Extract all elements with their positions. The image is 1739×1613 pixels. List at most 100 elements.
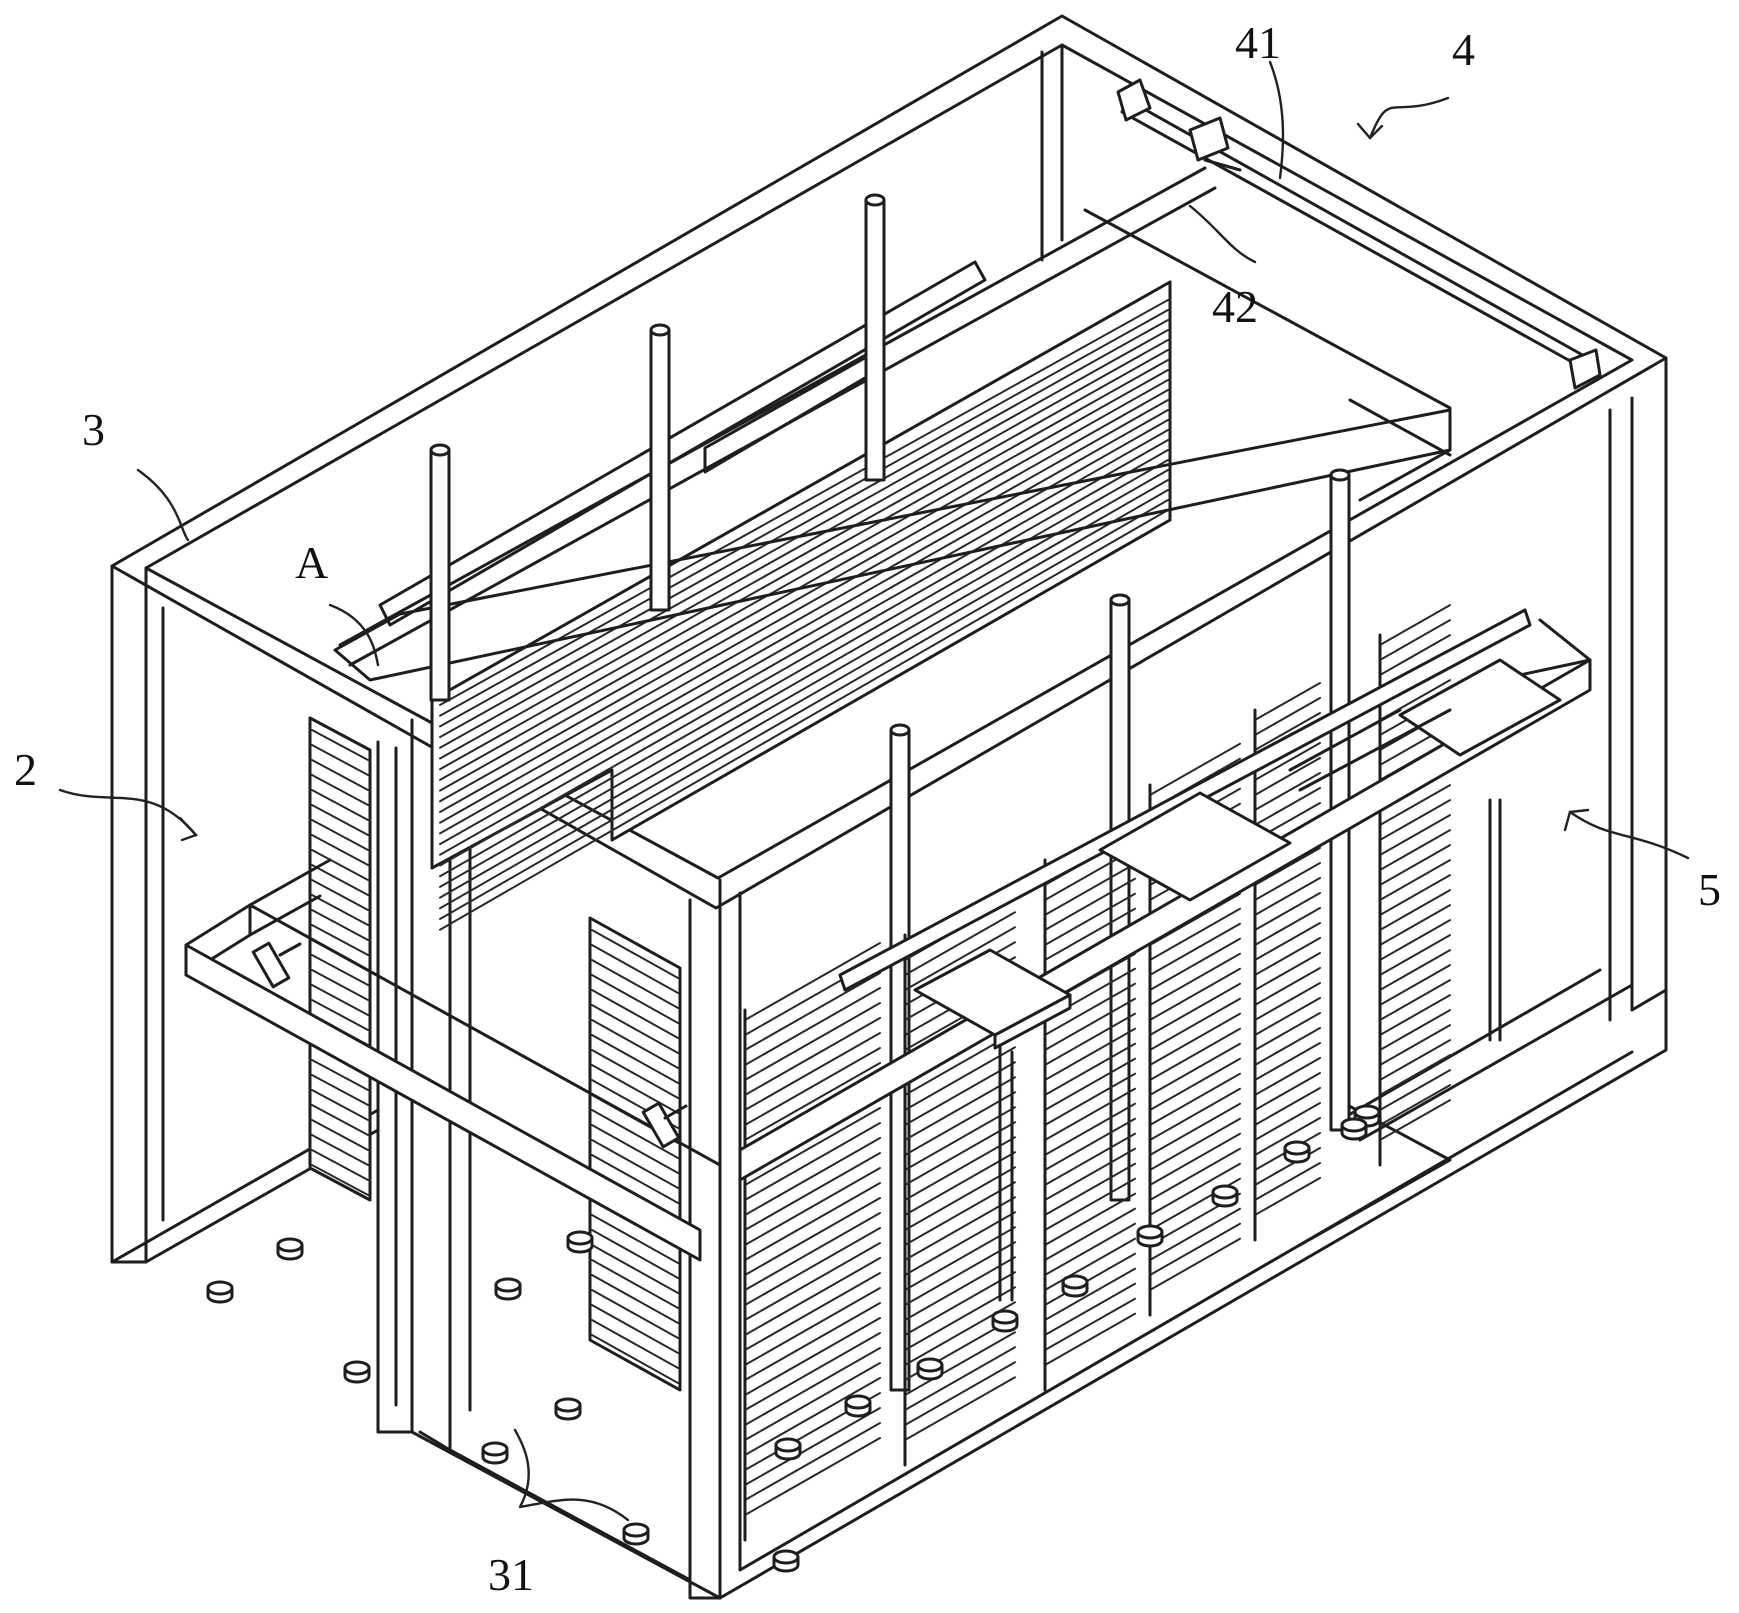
front-tray-line: [1379, 784, 1451, 826]
left-tray-line: [311, 834, 369, 866]
front-tray-line: [904, 1286, 1016, 1351]
left-tray-line: [311, 1089, 369, 1121]
front-tray-line: [744, 1407, 881, 1486]
front-tray-line: [744, 1152, 881, 1231]
front-tray-line: [1044, 1057, 1136, 1111]
front-tray-line: [1379, 904, 1451, 946]
label-rail-41: 41: [1235, 17, 1281, 68]
front-tray-line: [1149, 1087, 1241, 1141]
front-tray-line: [744, 1002, 881, 1081]
front-tray-line: [1044, 1042, 1136, 1096]
front-tray-line: [1044, 1162, 1136, 1216]
back-tray-line: [439, 489, 1169, 910]
front-tray-line: [1044, 1312, 1136, 1366]
left-tray-line: [311, 894, 369, 926]
foot-top: [622, 1522, 650, 1538]
mid-tray-line: [591, 944, 679, 994]
label-assembly-5: 5: [1698, 864, 1721, 915]
label-assembly-4: 4: [1452, 24, 1475, 75]
mid-tray-line: [591, 1019, 679, 1069]
front-tray-line: [904, 1166, 1016, 1231]
front-tray-line: [744, 1017, 881, 1096]
back-tray-line: [439, 469, 1169, 888]
front-tray-line: [1149, 937, 1241, 991]
left-tray-line: [311, 909, 369, 941]
vertical-post: [864, 198, 886, 482]
left-tray-line: [311, 774, 369, 806]
front-tray-line: [1149, 1132, 1241, 1186]
front-tray-line: [744, 1182, 881, 1261]
front-tray-line: [1044, 1267, 1136, 1321]
foot-top: [1061, 1274, 1089, 1290]
front-tray-line: [1379, 619, 1451, 661]
mid-tray-line: [591, 1154, 679, 1204]
front-tray-line: [1254, 741, 1321, 781]
foot-top: [991, 1309, 1019, 1325]
front-tray-line: [904, 1226, 1016, 1291]
mid-tray-line: [591, 959, 679, 1009]
front-tray-line: [1149, 922, 1241, 976]
front-tray-line: [1149, 1102, 1241, 1156]
floor-feet: [206, 1104, 1381, 1573]
mid-tray-line: [591, 1064, 679, 1114]
front-tray-line: [744, 1062, 881, 1141]
foot-top: [1211, 1184, 1239, 1200]
front-tray-line: [1044, 1012, 1136, 1066]
front-tray-line: [744, 1167, 881, 1246]
front-tray-line: [1379, 1009, 1451, 1051]
mid-tray-line: [591, 989, 679, 1039]
foot-top: [276, 1237, 304, 1253]
front-tray-line: [1044, 1117, 1136, 1171]
post-cap: [864, 193, 886, 207]
front-tray-line: [1044, 1282, 1136, 1336]
mid-tray-line: [591, 1139, 679, 1189]
front-tray-line: [904, 1136, 1016, 1201]
front-tray-line: [744, 1287, 881, 1366]
front-tray-line: [1254, 1056, 1321, 1096]
mid-tray-line: [591, 1334, 679, 1384]
front-tray-line: [1044, 1192, 1136, 1246]
foot-top: [481, 1441, 509, 1457]
mid-tray-line: [591, 1289, 679, 1339]
front-tray-line: [1149, 742, 1241, 796]
back-tray-line: [439, 509, 1169, 931]
front-tray-line: [1254, 711, 1321, 751]
front-tray-line: [1254, 681, 1321, 721]
callouts: 3 A 2 4 41 42 5 31: [14, 17, 1721, 1600]
front-tray-line: [1379, 934, 1451, 976]
mid-tray-line: [591, 1034, 679, 1084]
front-tray-line: [904, 1376, 1016, 1441]
front-tray-line: [1254, 696, 1321, 736]
front-tray-line: [1149, 1162, 1241, 1216]
front-tray-line: [1044, 1072, 1136, 1126]
front-tray-line: [1044, 1177, 1136, 1231]
back-tray-line: [439, 379, 1169, 792]
mid-tray-line: [591, 1244, 679, 1294]
front-tray-line: [1044, 982, 1136, 1036]
foot-top: [844, 1394, 872, 1410]
front-tray-line: [1254, 756, 1321, 796]
mid-tray-line: [591, 1304, 679, 1354]
front-tray-line: [1254, 1026, 1321, 1066]
mid-tray-line: [591, 1214, 679, 1264]
vertical-post: [649, 328, 671, 612]
front-tray-line: [904, 1106, 1016, 1171]
foot-top: [494, 1277, 522, 1293]
foot-top: [1136, 1224, 1164, 1240]
front-tray-line: [744, 1422, 881, 1501]
left-tray-line: [311, 729, 369, 761]
front-tray-line: [1379, 919, 1451, 961]
back-tray-line: [439, 309, 1169, 717]
left-tray-line: [311, 1074, 369, 1106]
front-tray-line: [1044, 1297, 1136, 1351]
front-tray-line: [1254, 906, 1321, 946]
front-tray-line: [904, 1046, 1016, 1111]
mid-tray-line: [591, 1049, 679, 1099]
front-tray-line: [1254, 786, 1321, 826]
label-detail-a: A: [295, 537, 328, 588]
front-tray-line: [744, 1137, 881, 1216]
front-tray-line: [1379, 814, 1451, 856]
front-tray-line: [1044, 1237, 1136, 1291]
front-tray-line: [1044, 1102, 1136, 1156]
front-tray-line: [1254, 996, 1321, 1036]
